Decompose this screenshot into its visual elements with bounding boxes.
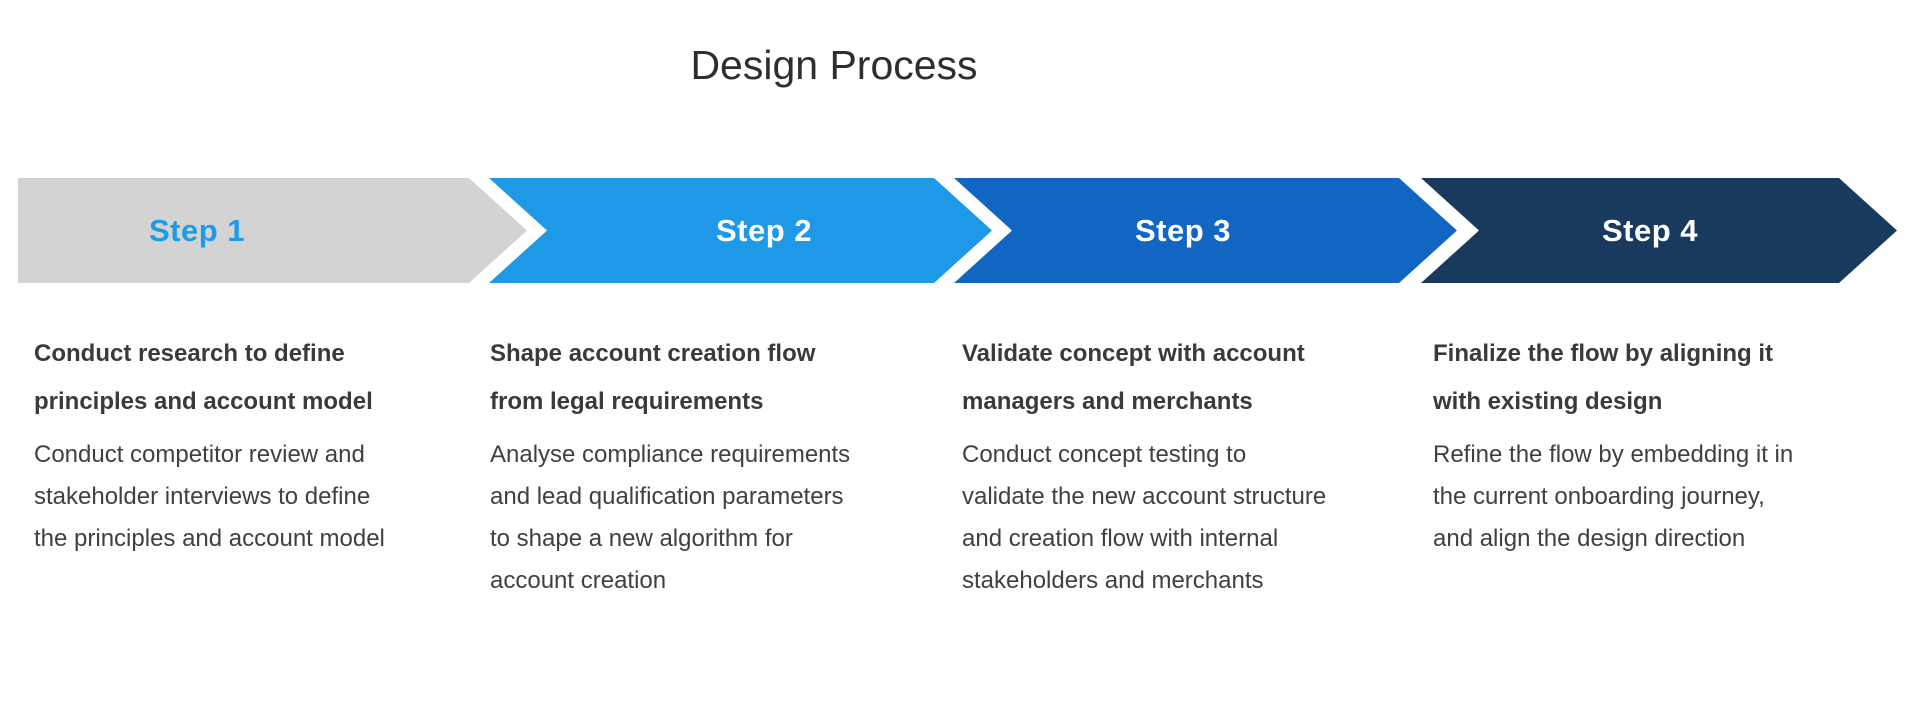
step-4-label: Step 4 — [1601, 213, 1699, 248]
step-1-label: Step 1 — [148, 213, 246, 248]
text-line: from legal requirements — [490, 388, 764, 415]
text-line: and creation flow with internal — [962, 525, 1279, 552]
step-3-heading: Validate concept with account managers an… — [962, 330, 1412, 426]
step-4-arrow-shape — [1421, 178, 1897, 283]
step-2-heading: Shape account creation flow from legal re… — [490, 330, 940, 426]
text-line: Conduct competitor review and — [34, 441, 365, 468]
step-3-body: Conduct concept testing to validate the n… — [962, 434, 1412, 602]
step-1-arrow-shape — [18, 178, 527, 283]
step-2-label: Step 2 — [715, 213, 813, 248]
step-1-body: Conduct competitor review and stakeholder… — [34, 434, 484, 560]
step-2-arrow-shape — [489, 178, 992, 283]
step-2-description: Shape account creation flow from legal re… — [490, 330, 940, 602]
step-4-description: Finalize the flow by aligning it with exi… — [1433, 330, 1883, 560]
text-line: Finalize the flow by aligning it — [1433, 340, 1774, 367]
text-line: account creation — [490, 567, 667, 594]
text-line: validate the new account structure — [962, 483, 1327, 510]
step-3-label: Step 3 — [1134, 213, 1232, 248]
text-line: the principles and account model — [34, 525, 385, 552]
text-line: with existing design — [1433, 388, 1663, 415]
step-1-description: Conduct research to define principles and… — [34, 330, 484, 560]
step-3-description: Validate concept with account managers an… — [962, 330, 1412, 602]
text-line: Shape account creation flow — [490, 340, 816, 367]
text-line: and align the design direction — [1433, 525, 1746, 552]
text-line: to shape a new algorithm for — [490, 525, 793, 552]
text-line: principles and account model — [34, 388, 373, 415]
text-line: stakeholder interviews to define — [34, 483, 371, 510]
step-4-heading: Finalize the flow by aligning it with exi… — [1433, 330, 1883, 426]
text-line: and lead qualification parameters — [490, 483, 844, 510]
text-line: Validate concept with account — [962, 340, 1305, 367]
text-line: Refine the flow by embedding it in — [1433, 441, 1794, 468]
text-line: stakeholders and merchants — [962, 567, 1264, 594]
step-4-body: Refine the flow by embedding it in the cu… — [1433, 434, 1883, 560]
step-1-heading: Conduct research to define principles and… — [34, 330, 484, 426]
text-line: Analyse compliance requirements — [490, 441, 851, 468]
page-title: Design Process — [690, 42, 978, 88]
text-line: managers and merchants — [962, 388, 1253, 415]
step-2-body: Analyse compliance requirements and lead … — [490, 434, 940, 602]
text-line: Conduct concept testing to — [962, 441, 1247, 468]
text-line: the current onboarding journey, — [1433, 483, 1765, 510]
text-line: Conduct research to define — [34, 340, 345, 367]
step-3-arrow-shape — [954, 178, 1457, 283]
